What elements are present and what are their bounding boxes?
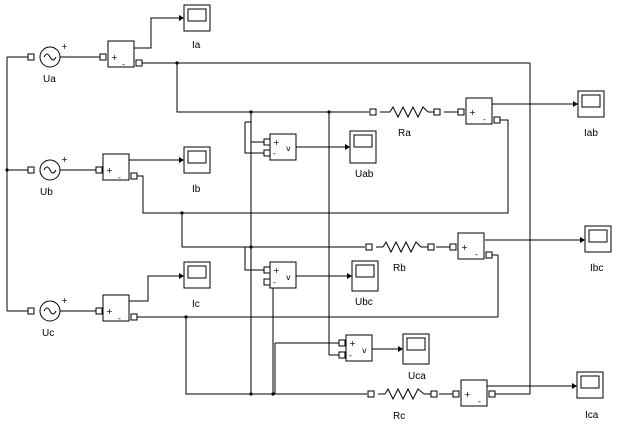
svg-text:-: - — [118, 173, 121, 182]
resistor-ra[interactable]: Ra — [369, 105, 441, 139]
svg-text:+: + — [61, 155, 68, 164]
junctions — [5, 61, 331, 396]
svg-text:+: + — [106, 307, 113, 316]
svg-text:-: - — [475, 250, 478, 259]
scope-label: Iab — [584, 128, 598, 139]
scope-label: Uab — [355, 169, 374, 180]
svg-text:-: - — [478, 397, 481, 406]
svg-text:v: v — [286, 144, 291, 153]
source-label: Ua — [43, 74, 56, 85]
svg-text:+: + — [111, 53, 118, 62]
scope-ubc[interactable]: Ubc — [351, 260, 379, 308]
svg-text:-: - — [122, 60, 125, 69]
resistor-rc[interactable]: Rc — [367, 387, 438, 422]
svg-text:-: - — [273, 149, 276, 158]
scope-ia[interactable]: Ia — [183, 4, 211, 51]
resistor-label: Ra — [398, 128, 411, 139]
svg-text:+: + — [61, 296, 68, 305]
ammeter-b[interactable]: + - — [95, 153, 138, 182]
svg-text:+: + — [106, 166, 113, 175]
svg-text:v: v — [362, 346, 367, 355]
wires — [6, 17, 580, 395]
scope-ibc[interactable]: Ibc — [584, 225, 612, 274]
voltage-source-uc[interactable]: + Uc — [27, 296, 70, 339]
svg-text:+: + — [469, 108, 476, 117]
scope-label: Ia — [192, 40, 201, 51]
source-label: Uc — [42, 328, 54, 339]
scope-uca[interactable]: Uca — [402, 333, 430, 382]
scope-label: Ica — [585, 410, 599, 421]
scope-ib[interactable]: Ib — [183, 146, 211, 195]
source-label: Ub — [40, 187, 53, 198]
scope-label: Ubc — [355, 297, 373, 308]
svg-text:v: v — [286, 273, 291, 282]
resistor-label: Rb — [393, 263, 406, 274]
voltage-source-ub[interactable]: + Ub — [27, 155, 70, 198]
arrowheads — [179, 15, 585, 389]
ammeter-ab[interactable]: + - — [457, 97, 501, 125]
scope-iab[interactable]: Iab — [577, 90, 605, 139]
svg-text:-: - — [483, 115, 486, 124]
scope-uab[interactable]: Uab — [349, 130, 377, 180]
ammeter-ca[interactable]: + - — [452, 379, 496, 407]
resistor-label: Rc — [393, 411, 405, 422]
voltmeter-ca[interactable]: + - v — [338, 334, 373, 362]
scope-ic[interactable]: Ic — [183, 261, 211, 310]
svg-text:+: + — [273, 266, 280, 275]
ammeter-c[interactable]: + - — [95, 294, 138, 323]
voltmeter-bc[interactable]: + - v — [263, 261, 297, 289]
scope-label: Ibc — [590, 263, 603, 274]
svg-text:+: + — [461, 243, 468, 252]
voltage-source-ua[interactable]: + Ua — [27, 42, 70, 85]
svg-text:-: - — [273, 278, 276, 287]
svg-text:+: + — [349, 339, 356, 348]
svg-text:+: + — [61, 42, 68, 51]
svg-text:-: - — [349, 351, 352, 360]
ammeter-bc[interactable]: + - — [449, 232, 493, 260]
scope-label: Uca — [408, 371, 426, 382]
ammeter-a[interactable]: + - — [99, 40, 143, 69]
voltmeter-ab[interactable]: + - v — [263, 133, 297, 161]
scope-ica[interactable]: Ica — [576, 371, 604, 421]
svg-text:-: - — [118, 314, 121, 323]
scope-label: Ic — [192, 299, 200, 310]
resistor-rb[interactable]: Rb — [365, 240, 435, 274]
svg-text:+: + — [273, 138, 280, 147]
scope-label: Ib — [192, 184, 201, 195]
svg-text:+: + — [464, 390, 471, 399]
